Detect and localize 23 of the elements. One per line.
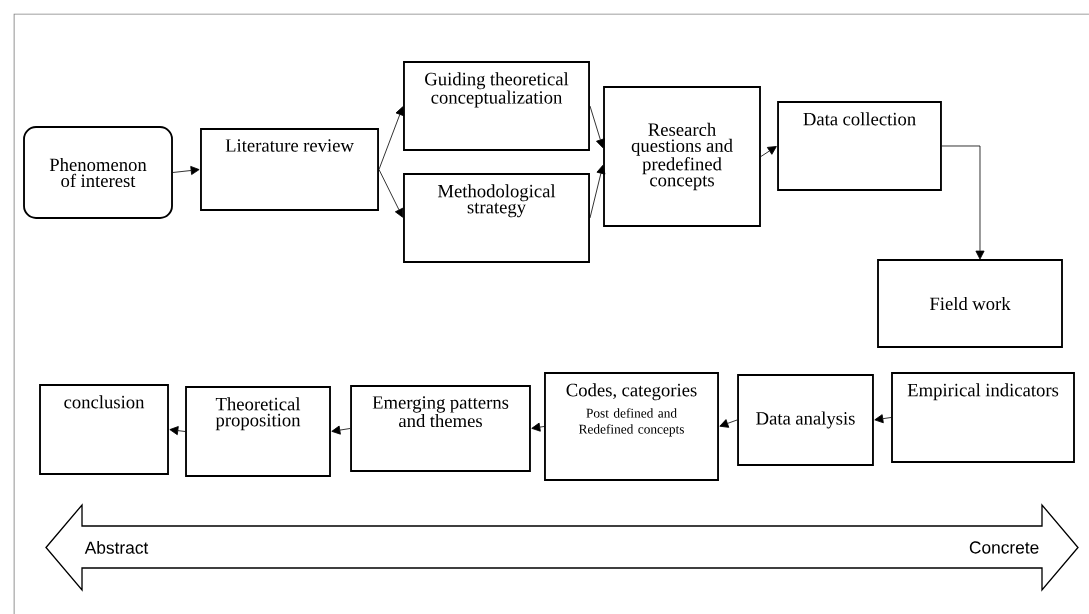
arrow <box>941 145 985 260</box>
arrow <box>378 169 404 218</box>
arrow <box>719 419 738 428</box>
process-box: Theoretical proposition <box>185 386 331 477</box>
arrow <box>531 422 545 432</box>
process-box: conclusion <box>39 384 169 475</box>
start-box: Phenomenon of interest <box>23 126 173 219</box>
process-box: Emerging patterns and themes <box>350 385 531 472</box>
arrow <box>760 146 777 157</box>
process-box: Research questions and predefined concepts <box>603 86 761 227</box>
process-box: Data analysis <box>737 374 874 466</box>
process-box: Codes, categories Post defined and Redefined concepts <box>544 372 719 481</box>
process-box: Data collection <box>777 101 942 191</box>
process-box: Methodological strategy <box>403 173 590 263</box>
process-box: Empirical indicators <box>891 372 1075 463</box>
arrow <box>169 426 186 436</box>
process-box: Guiding theoretical conceptualization <box>403 61 590 151</box>
arrow <box>331 425 351 435</box>
arrow <box>874 414 892 424</box>
process-box: Literature review <box>200 128 379 211</box>
process-box: Field work <box>877 259 1063 348</box>
arrow <box>172 166 200 175</box>
arrow <box>378 106 405 170</box>
